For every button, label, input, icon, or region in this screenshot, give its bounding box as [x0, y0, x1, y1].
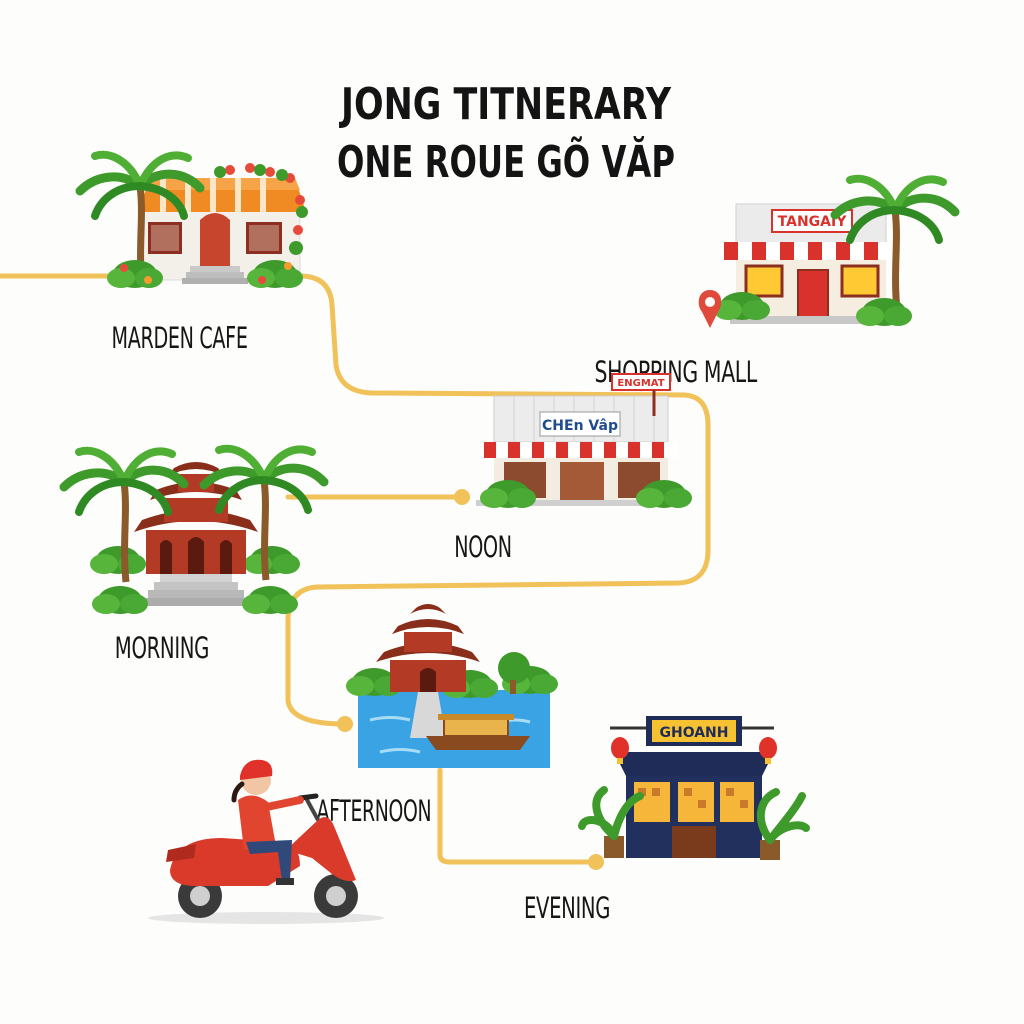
label-morning: MORNING [115, 632, 209, 666]
route-dot-evening [588, 854, 604, 870]
route-line [0, 273, 711, 865]
evening-sign: GHOANH [659, 725, 728, 741]
title-line-1: JONG TITNERARY [339, 79, 672, 130]
label-evening: EVENING [524, 892, 610, 926]
afternoon-river-illustration [346, 604, 558, 768]
garden-cafe-illustration [80, 155, 308, 288]
route-dot-noon [454, 489, 470, 505]
label-afternoon: AFTERNOON [317, 795, 432, 829]
noon-tag-sign: ENGMAT [617, 378, 664, 389]
route-dot-afternoon [337, 716, 353, 732]
lantern-icon [611, 737, 629, 764]
boat-icon [426, 714, 530, 750]
mall-sign: TANGAIY [778, 214, 848, 230]
lantern-icon [759, 737, 777, 764]
title-line-2: ONE ROUE GÕ VĂP [337, 135, 675, 188]
morning-temple-illustration [64, 449, 324, 614]
noon-store-illustration: CHEn Vâp ENGMAT [476, 373, 692, 508]
shopping-mall-illustration: TANGAIY [714, 179, 955, 326]
location-pin-icon [698, 290, 722, 328]
label-garden-cafe: MARDEN CAFE [112, 322, 248, 356]
evening-market-illustration: GHOANH [578, 716, 810, 860]
label-noon: NOON [454, 531, 511, 565]
scooter-rider-icon [148, 759, 384, 924]
noon-store-sign: CHEn Vâp [542, 418, 618, 434]
